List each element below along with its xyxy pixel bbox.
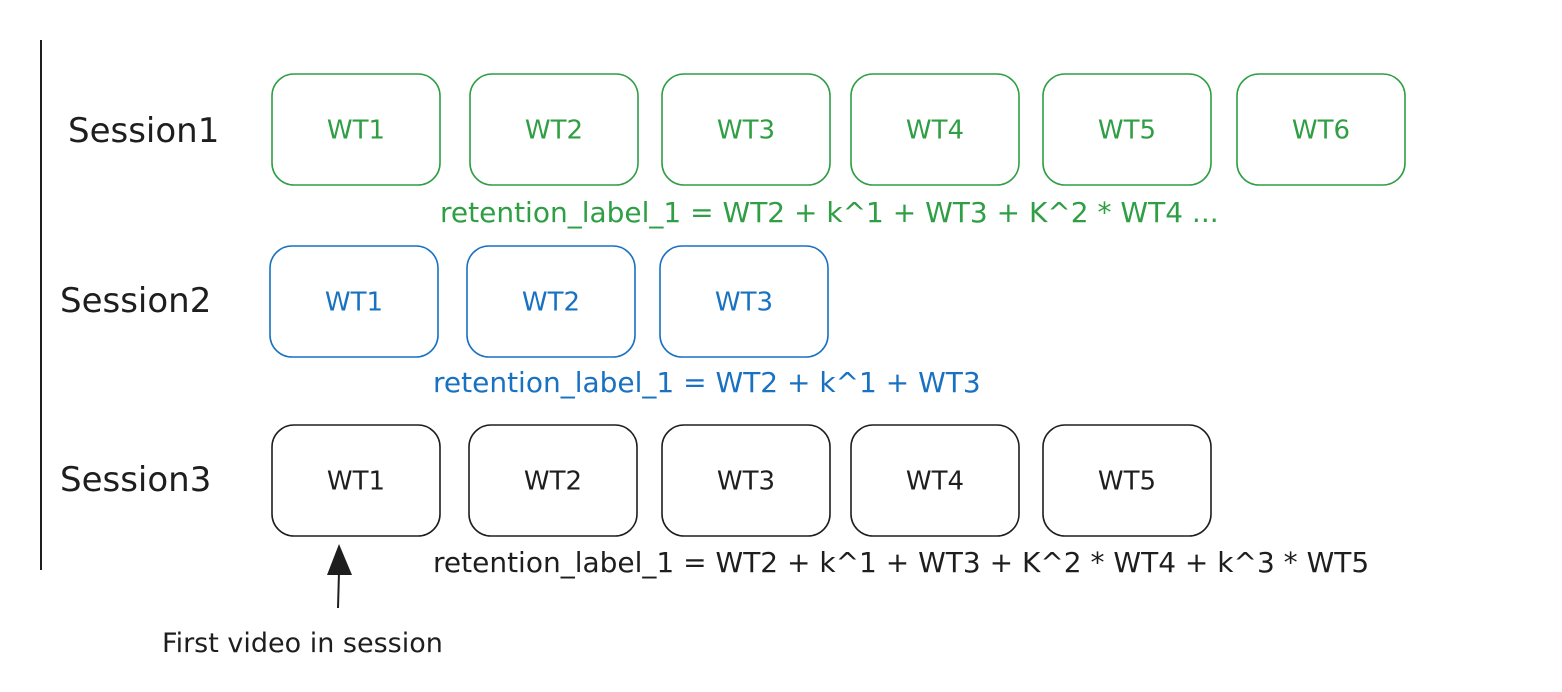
wt-box-outline: [1042, 424, 1212, 537]
wt-box-label: WT1: [327, 467, 385, 497]
wt-box: WT1: [269, 245, 439, 358]
arrow-head: [327, 544, 352, 575]
wt-box: WT6: [1236, 73, 1406, 186]
wt-box-outline: [661, 424, 831, 537]
wt-box-outline: [659, 245, 829, 358]
session-label: Session2: [60, 281, 211, 321]
wt-box-label: WT2: [525, 116, 583, 146]
session-label: Session3: [60, 460, 211, 500]
wt-box: WT5: [1042, 73, 1212, 186]
wt-box: WT1: [271, 424, 441, 537]
wt-box-outline: [468, 424, 638, 537]
wt-box-outline: [1236, 73, 1406, 186]
session-row-1: Session1 WT1 WT2 WT3 WT4 WT5 WT6 retention_labe…: [68, 73, 1406, 229]
wt-box-label: WT1: [325, 288, 383, 318]
wt-box-outline: [1042, 73, 1212, 186]
wt-box-label: WT6: [1292, 116, 1350, 146]
wt-box-label: WT2: [522, 288, 580, 318]
first-video-arrow: [327, 544, 352, 609]
wt-box-label: WT4: [906, 116, 964, 146]
wt-box-outline: [661, 73, 831, 186]
wt-box-outline: [850, 73, 1020, 186]
retention-formula: retention_label_1 = WT2 + k^1 + WT3 + K^…: [433, 546, 1369, 579]
wt-box: WT3: [661, 424, 831, 537]
retention-formula: retention_label_1 = WT2 + k^1 + WT3: [433, 366, 981, 399]
wt-box: WT3: [661, 73, 831, 186]
wt-box: WT3: [659, 245, 829, 358]
wt-box-label: WT5: [1098, 116, 1156, 146]
wt-box: WT4: [850, 424, 1020, 537]
session-row-3: Session3 WT1 WT2 WT3 WT4 WT5 retention_label_1…: [60, 424, 1369, 579]
wt-box-label: WT2: [524, 467, 582, 497]
wt-box: WT1: [271, 73, 441, 186]
wt-box-label: WT5: [1098, 467, 1156, 497]
session-row-2: Session2 WT1 WT2 WT3 retention_label_1 = WT2…: [60, 245, 981, 399]
wt-box-outline: [850, 424, 1020, 537]
arrow-shaft: [337, 571, 340, 609]
wt-box-outline: [469, 73, 639, 186]
wt-box-label: WT3: [717, 116, 775, 146]
wt-box-label: WT3: [715, 288, 773, 318]
retention-formula: retention_label_1 = WT2 + k^1 + WT3 + K^…: [440, 196, 1219, 229]
wt-box-outline: [269, 245, 439, 358]
wt-box-label: WT1: [327, 116, 385, 146]
wt-box-outline: [271, 73, 441, 186]
wt-box: WT5: [1042, 424, 1212, 537]
wt-box-label: WT3: [717, 467, 775, 497]
wt-box: WT4: [850, 73, 1020, 186]
wt-box-outline: [466, 245, 636, 358]
wt-box: WT2: [466, 245, 636, 358]
wt-box-outline: [271, 424, 441, 537]
wt-box-label: WT4: [906, 467, 964, 497]
wt-box: WT2: [469, 73, 639, 186]
wt-box: WT2: [468, 424, 638, 537]
first-video-annotation: First video in session: [162, 628, 443, 659]
session-label: Session1: [68, 111, 219, 151]
